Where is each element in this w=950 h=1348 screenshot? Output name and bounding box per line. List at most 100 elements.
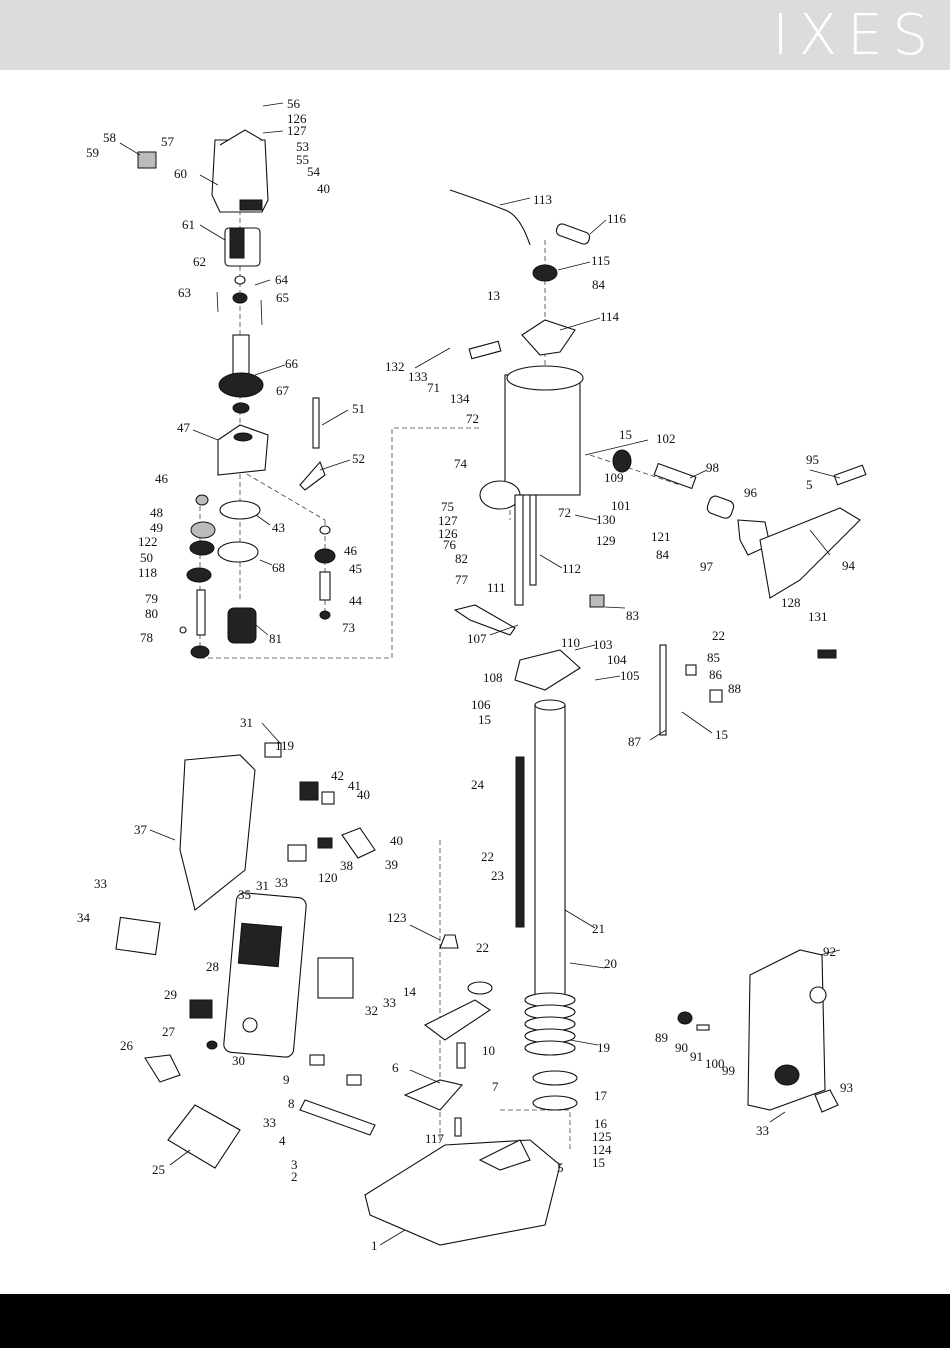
part-39 <box>341 827 376 859</box>
label-93: 93 <box>840 1080 853 1095</box>
label-130: 130 <box>596 512 616 527</box>
part-60-base <box>239 199 263 211</box>
label-44: 44 <box>349 593 363 608</box>
part-16-ring <box>532 1095 578 1111</box>
label-64: 64 <box>275 272 289 287</box>
label-54: 54 <box>307 164 321 179</box>
label-23: 23 <box>491 868 504 883</box>
label-6: 6 <box>392 1060 399 1075</box>
label-85: 85 <box>707 650 720 665</box>
part-113-cable <box>449 189 531 246</box>
header-bar: IXES <box>0 0 950 70</box>
part-93-knob <box>814 1089 839 1113</box>
label-98: 98 <box>706 460 719 475</box>
part-48 <box>190 521 216 539</box>
label-120: 120 <box>318 870 338 885</box>
label-15c: 15 <box>715 727 728 742</box>
label-122: 122 <box>138 534 158 549</box>
label-41: 41 <box>348 778 361 793</box>
label-22: 22 <box>712 628 725 643</box>
label-32: 32 <box>365 1003 378 1018</box>
label-45: 45 <box>349 561 362 576</box>
label-96: 96 <box>744 485 758 500</box>
part-116 <box>555 223 591 245</box>
part-123-knob <box>439 934 459 949</box>
part-90 <box>696 1024 710 1031</box>
label-8: 8 <box>288 1096 295 1111</box>
part-92-housing <box>747 949 826 1111</box>
label-84b: 84 <box>656 547 670 562</box>
label-68: 68 <box>272 560 285 575</box>
label-30: 30 <box>232 1053 245 1068</box>
part-67-bearing <box>232 402 250 414</box>
part-117 <box>454 1117 462 1137</box>
label-75: 75 <box>441 499 454 514</box>
brand-logo: IXES <box>772 3 938 68</box>
label-13: 13 <box>487 288 500 303</box>
label-7: 7 <box>492 1079 499 1094</box>
label-72b: 72 <box>558 505 571 520</box>
label-88: 88 <box>728 681 741 696</box>
part-58 <box>137 151 157 169</box>
part-64-bearing <box>232 292 248 304</box>
part-63-brush <box>216 291 219 313</box>
label-113: 113 <box>533 192 552 207</box>
label-103: 103 <box>593 637 613 652</box>
part-114-cover <box>521 319 576 356</box>
label-15: 15 <box>619 427 632 442</box>
part-71 <box>468 340 502 360</box>
label-40c: 40 <box>390 833 403 848</box>
part-30 <box>206 1040 218 1050</box>
part-112-rod <box>529 494 537 586</box>
label-40b: 40 <box>357 787 370 802</box>
part-14-arm <box>423 999 491 1041</box>
label-21: 21 <box>592 921 605 936</box>
label-89: 89 <box>655 1030 668 1045</box>
side-housing-group <box>115 742 376 1169</box>
label-48: 48 <box>150 505 163 520</box>
part-29 <box>189 999 213 1019</box>
part-81-chuck <box>227 607 257 644</box>
label-35: 35 <box>238 887 251 902</box>
label-74: 74 <box>454 456 468 471</box>
label-5b: 5 <box>557 1160 564 1175</box>
label-55: 55 <box>296 152 309 167</box>
label-107: 107 <box>467 631 487 646</box>
part-94-handle-cover <box>759 507 861 599</box>
part-79-spindle <box>196 589 206 636</box>
part-5-clamp <box>478 1139 531 1171</box>
label-132: 132 <box>385 359 405 374</box>
label-84: 84 <box>592 277 606 292</box>
label-72: 72 <box>466 411 479 426</box>
leader-lines <box>119 102 841 1246</box>
label-46: 46 <box>155 471 169 486</box>
part-61-winding <box>229 227 245 259</box>
label-22b: 22 <box>481 849 494 864</box>
label-39: 39 <box>385 857 398 872</box>
label-124: 124 <box>592 1142 612 1157</box>
part-26-knob <box>144 1054 181 1083</box>
label-24: 24 <box>471 777 485 792</box>
part-23-rack <box>515 756 525 928</box>
label-3: 3 <box>291 1157 298 1172</box>
part-9-knob <box>309 1054 325 1066</box>
label-73: 73 <box>342 620 355 635</box>
label-52: 52 <box>352 451 365 466</box>
part-66-gear <box>218 372 264 398</box>
part-47-bore <box>233 432 253 442</box>
label-47: 47 <box>177 420 191 435</box>
label-80: 80 <box>145 606 158 621</box>
label-116: 116 <box>607 211 627 226</box>
label-22c: 22 <box>476 940 489 955</box>
part-88 <box>709 689 723 703</box>
label-33b: 33 <box>275 875 288 890</box>
label-65: 65 <box>276 290 289 305</box>
part-28-switch <box>242 1017 258 1033</box>
exploded-parts-diagram: 56 126 127 57 58 59 53 55 54 40 60 61 62… <box>0 70 950 1294</box>
part-60-motor-housing <box>211 139 269 213</box>
label-17: 17 <box>594 1088 608 1103</box>
part-6 <box>403 1079 464 1111</box>
part-94-badge <box>817 649 837 659</box>
part-41 <box>321 791 335 805</box>
part-4-plate <box>299 1099 376 1136</box>
